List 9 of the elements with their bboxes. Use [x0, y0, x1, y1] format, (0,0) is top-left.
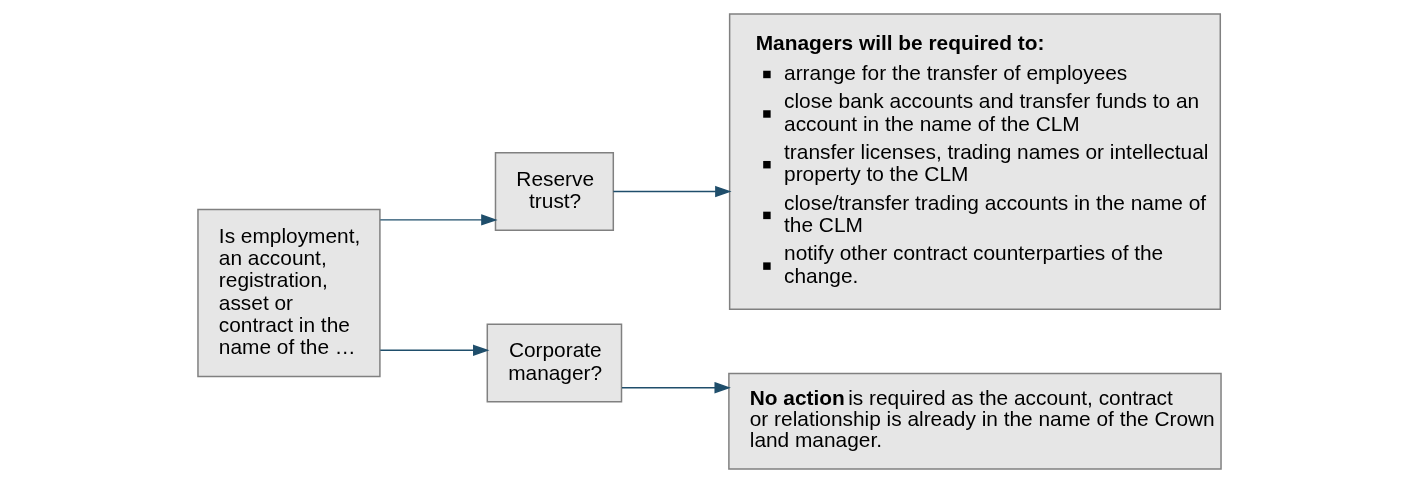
arrow	[621, 381, 731, 394]
node-box: Corporate manager?	[486, 323, 623, 403]
node-box: Reserve trust?	[494, 152, 615, 232]
arrow	[379, 214, 498, 226]
arrow	[612, 185, 732, 198]
node-box: Managers will be required to: arrange for the transfer of employees close bank accounts and transfer funds to an account in the name of the CLM transfer licenses, trading names or intellectual property to the CLM close/transfer trading accounts in the name of the CLM notify other contract counterparties of the change.	[728, 13, 1222, 311]
node-box: Is employment, an account, registration, asset or contract in the name of the …	[197, 208, 381, 378]
node-box: No action is required as the account, contract or relationship is already in the name of the Crown land manager.	[728, 372, 1222, 470]
arrow	[379, 344, 490, 357]
